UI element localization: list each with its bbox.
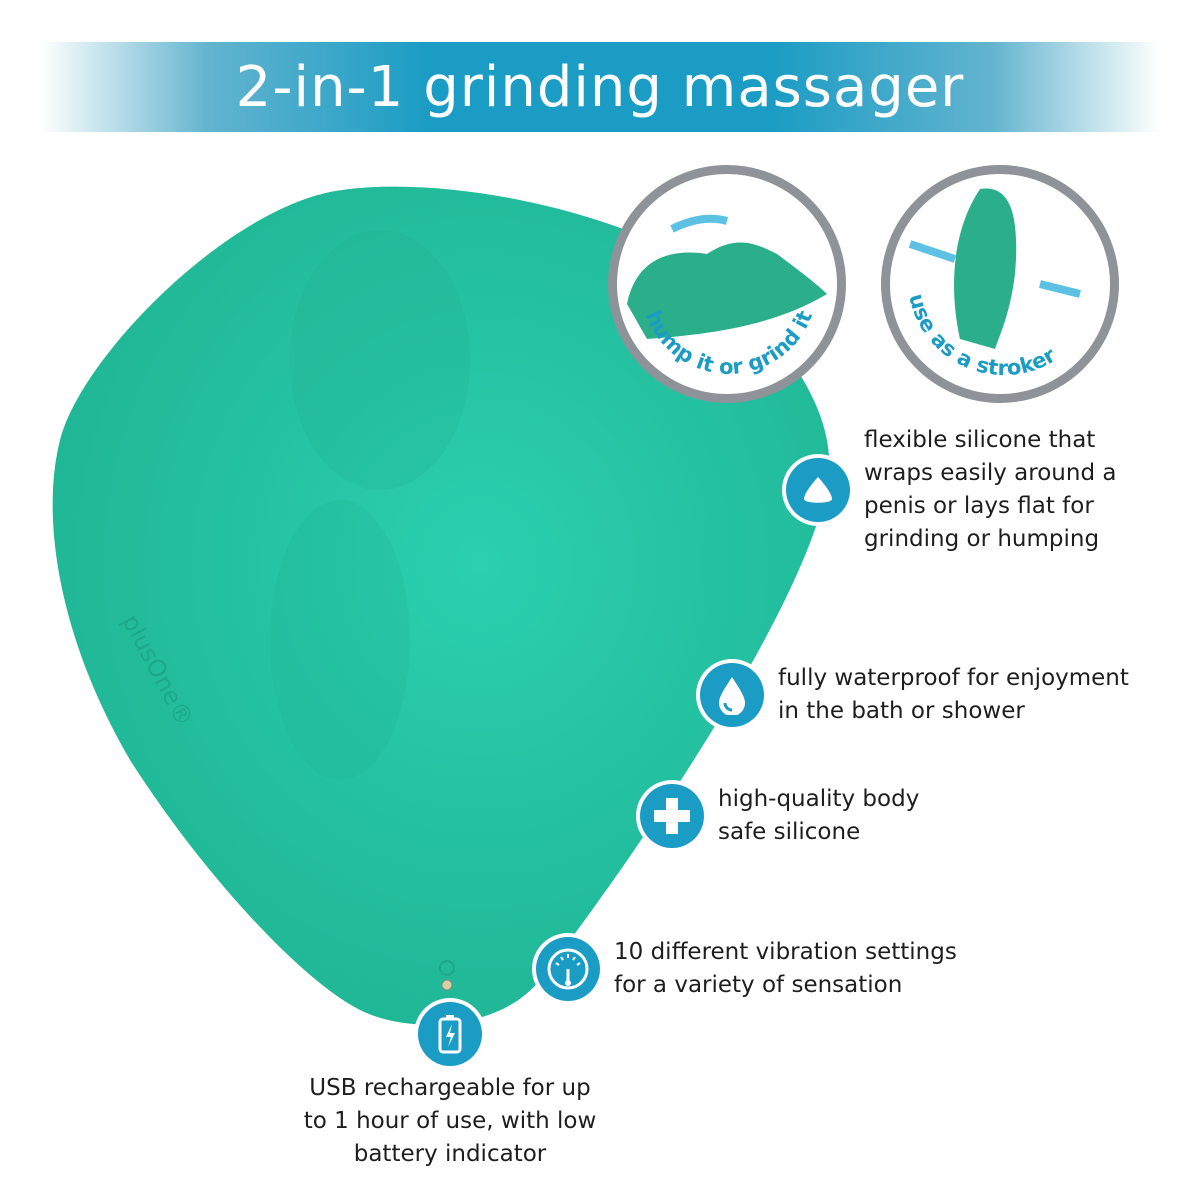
plus-icon	[640, 784, 704, 848]
water-drop-icon	[700, 663, 764, 727]
feature-flexible: flexible silicone that wraps easily arou…	[786, 424, 1116, 556]
feature-text: high-quality body safe silicone	[718, 786, 920, 845]
stroker-icon	[954, 188, 1017, 349]
battery-icon	[418, 1002, 482, 1066]
feature-vibration: 10 different vibration settings for a va…	[536, 936, 957, 1002]
usage-circle-grind: hump it or grind it	[608, 165, 846, 403]
charging-port	[441, 979, 453, 991]
feature-text: USB rechargeable for up to 1 hour of use…	[303, 1075, 597, 1167]
usage-circle-stroker: use as a stroker	[881, 165, 1119, 403]
title-banner: 2-in-1 grinding massager	[40, 42, 1160, 132]
feature-text: flexible silicone that wraps easily arou…	[864, 427, 1117, 552]
feature-silicone: high-quality body safe silicone	[640, 783, 919, 849]
grinder-icon	[627, 242, 827, 339]
arrow-icon	[908, 240, 1081, 298]
feature-text: 10 different vibration settings for a va…	[614, 939, 957, 998]
page-title: 2-in-1 grinding massager	[235, 54, 965, 120]
arrow-icon	[670, 214, 729, 233]
feature-text: fully waterproof for enjoyment in the ba…	[778, 665, 1129, 724]
feature-battery: USB rechargeable for up to 1 hour of use…	[290, 1002, 610, 1171]
feature-waterproof: fully waterproof for enjoyment in the ba…	[700, 662, 1129, 728]
gauge-icon	[536, 937, 600, 1001]
power-button-icon[interactable]	[439, 960, 455, 976]
flexible-drop-icon	[786, 458, 850, 522]
